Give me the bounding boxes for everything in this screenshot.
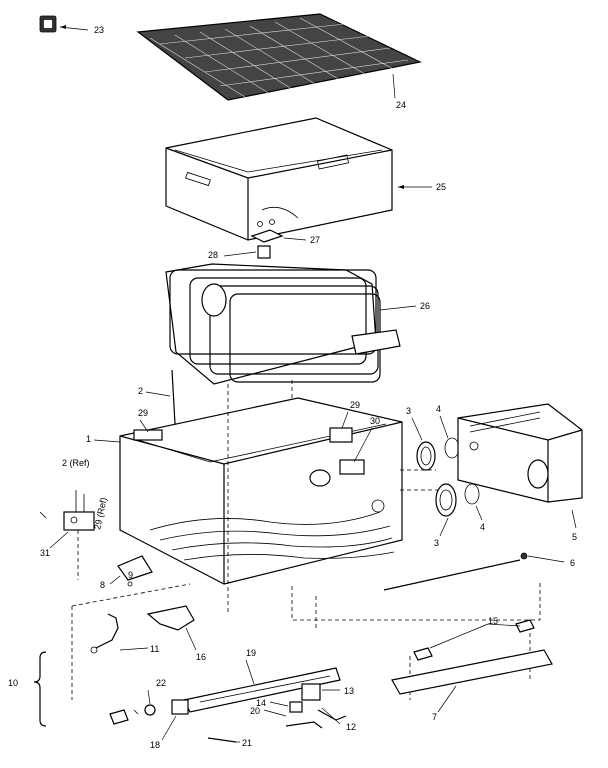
- callout-13: 13: [344, 686, 354, 696]
- callout-11: 11: [150, 644, 159, 654]
- callout-9: 9: [128, 570, 133, 580]
- callout-3-lower: 3: [434, 538, 439, 548]
- part-7-tray: [391, 649, 553, 713]
- callout-2-ref: 2 (Ref): [62, 458, 90, 468]
- callout-28: 28: [208, 250, 218, 260]
- part-5-burner-housing: [457, 403, 583, 529]
- part-9-screw: [109, 709, 139, 725]
- callout-29-right: 29: [350, 400, 360, 410]
- part-11-tube: [90, 613, 149, 654]
- callout-25: 25: [436, 182, 446, 192]
- callout-14: 14: [256, 698, 266, 708]
- callout-8: 8: [100, 580, 105, 590]
- part-4-ring-upper: [439, 415, 460, 459]
- callout-18: 18: [150, 740, 160, 750]
- part-8-bracket: [109, 555, 153, 587]
- callout-5: 5: [572, 532, 577, 542]
- part-21-pilot-tube: [207, 737, 240, 743]
- part-24-screen: [136, 13, 422, 101]
- callout-1: 1: [86, 434, 91, 444]
- callout-4-lower: 4: [480, 522, 485, 532]
- callout-7: 7: [432, 712, 437, 722]
- callout-2: 2: [138, 386, 143, 396]
- part-14-orifice: [269, 701, 303, 713]
- callout-23: 23: [94, 25, 104, 35]
- part-16-plate: [146, 605, 197, 651]
- part-3-gasket-upper: [411, 417, 436, 471]
- part-31-control: [39, 490, 95, 549]
- part-28-fitting: [223, 245, 271, 259]
- callout-22: 22: [156, 678, 166, 688]
- part-23-cap: [39, 15, 89, 33]
- part-20-fitting: [263, 709, 323, 729]
- callout-30: 30: [370, 416, 380, 426]
- part-3-gasket-lower: [435, 483, 457, 537]
- callout-16: 16: [196, 652, 206, 662]
- callout-19: 19: [246, 648, 256, 658]
- callout-31: 31: [40, 548, 50, 558]
- part-13-valve: [301, 683, 340, 701]
- part-6-rod: [383, 552, 565, 591]
- part-22-knob: [144, 689, 156, 716]
- callout-21: 21: [242, 738, 252, 748]
- part-1-cabinet: [93, 397, 403, 585]
- part-25-housing: [165, 117, 432, 241]
- callout-26: 26: [420, 301, 430, 311]
- part-27-gasket: [250, 219, 307, 243]
- part-12-thermocouple: [317, 707, 347, 725]
- callout-20: 20: [250, 706, 260, 716]
- callout-3-upper: 3: [406, 406, 411, 416]
- callout-4-upper: 4: [436, 404, 441, 414]
- callout-labels: 23 24 25 27 28 26 2 29 1 2 (Ref) 29 (Ref…: [8, 25, 577, 750]
- callout-10: 10: [8, 678, 18, 688]
- part-26-tank: [165, 263, 417, 385]
- part-18-igniter: [161, 699, 189, 741]
- part-4-ring-lower: [464, 483, 483, 521]
- callout-15: 15: [488, 616, 498, 626]
- callout-29-left: 29: [138, 408, 148, 418]
- part-10-assembly-brace: [33, 651, 47, 727]
- assembly-guide-lines: [71, 378, 541, 700]
- callout-12: 12: [346, 722, 356, 732]
- callout-27: 27: [310, 235, 320, 245]
- callout-6: 6: [570, 558, 575, 568]
- part-15-clips: [413, 619, 535, 661]
- callout-29-ref: 29 (Ref): [92, 497, 109, 531]
- callout-24: 24: [396, 100, 406, 110]
